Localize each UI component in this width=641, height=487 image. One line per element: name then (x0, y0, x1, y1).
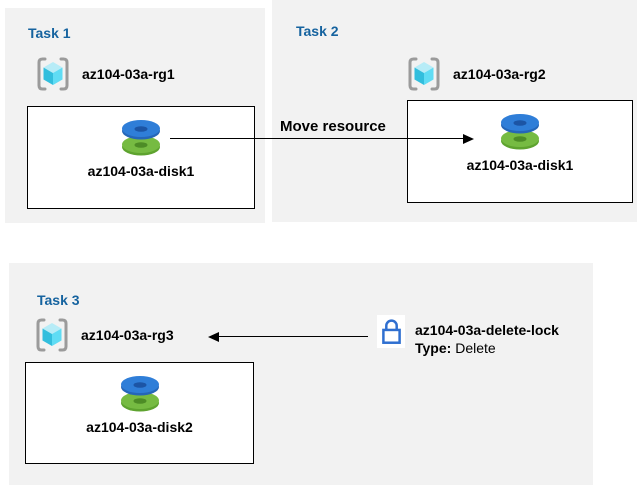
disk-name: az104-03a-disk1 (87, 163, 195, 179)
task1-panel: Task 1 az104-03a-rg1 az104-03a-disk1 (5, 8, 265, 223)
disk-icon (117, 374, 163, 414)
lock-icon (377, 315, 405, 348)
task3-resource-group: az104-03a-rg3 (33, 316, 174, 354)
task1-resource-box: az104-03a-disk1 (27, 106, 255, 209)
delete-lock-type: Type: Delete (415, 340, 496, 356)
disk-icon (118, 118, 164, 158)
resource-group-icon (33, 316, 71, 354)
arrow-left-icon (208, 332, 219, 342)
disk-name: az104-03a-disk1 (466, 157, 574, 173)
move-resource-arrow-line (170, 138, 463, 139)
task2-panel: Task 2 az104-03a-rg2 az104-03a-disk1 (272, 0, 637, 222)
task2-title: Task 2 (296, 22, 339, 39)
delete-lock-block: az104-03a-delete-lock Type: Delete (377, 315, 559, 357)
disk-name: az104-03a-disk2 (86, 419, 193, 435)
task2-resource-box: az104-03a-disk1 (407, 100, 633, 203)
resource-group-name: az104-03a-rg3 (81, 327, 174, 343)
task3-panel: Task 3 az104-03a-rg3 az104-03a-disk2 (9, 263, 593, 485)
resource-group-name: az104-03a-rg1 (82, 66, 175, 82)
task3-title: Task 3 (37, 291, 80, 308)
delete-lock-text: az104-03a-delete-lock Type: Delete (415, 315, 559, 357)
task1-title: Task 1 (28, 24, 71, 41)
delete-lock-arrow-line (218, 336, 368, 337)
arrow-right-icon (463, 134, 474, 144)
resource-group-icon (405, 55, 443, 93)
resource-group-name: az104-03a-rg2 (453, 66, 546, 82)
resource-group-icon (34, 55, 72, 93)
task2-resource-group: az104-03a-rg2 (405, 55, 546, 93)
task1-resource-group: az104-03a-rg1 (34, 55, 175, 93)
task3-resource-box: az104-03a-disk2 (25, 362, 254, 464)
delete-lock-name: az104-03a-delete-lock (415, 322, 559, 338)
disk-icon (497, 112, 543, 152)
move-resource-label: Move resource (280, 118, 386, 135)
